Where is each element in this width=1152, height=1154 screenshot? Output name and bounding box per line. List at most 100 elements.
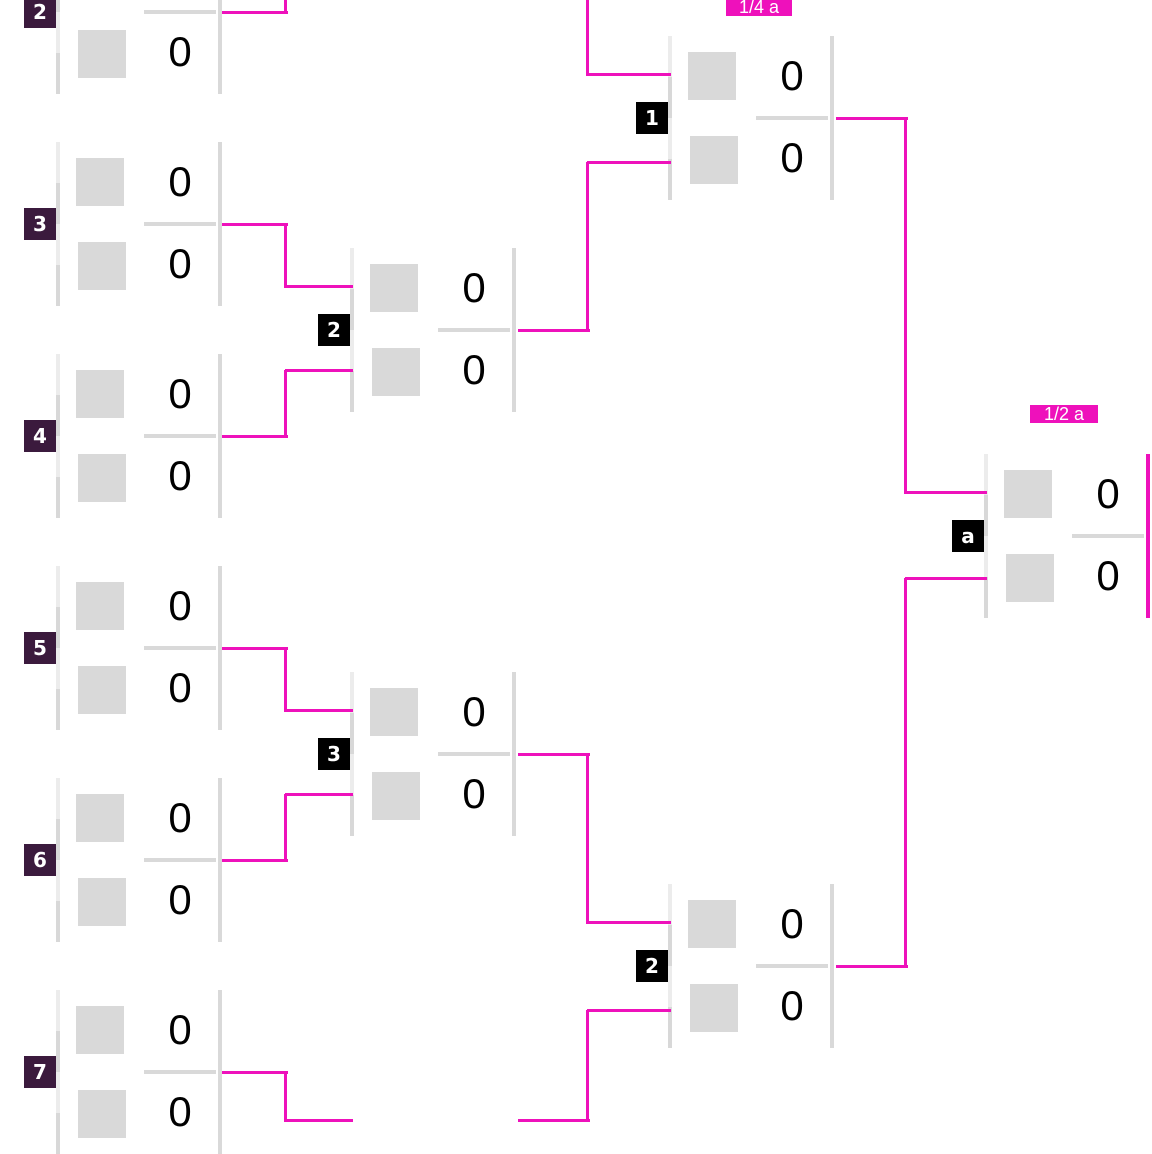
team-score[interactable]: 0	[168, 1088, 192, 1135]
score-divider	[1072, 534, 1144, 538]
connector-line	[836, 117, 908, 120]
connector-line	[285, 709, 353, 712]
team-avatar-placeholder[interactable]	[76, 794, 124, 842]
team-score[interactable]: 0	[168, 240, 192, 287]
team-avatar-placeholder[interactable]	[370, 688, 418, 736]
team-avatar-placeholder[interactable]	[78, 454, 126, 502]
team-score[interactable]: 0	[168, 158, 192, 205]
team-avatar-placeholder[interactable]	[1004, 470, 1052, 518]
team-score[interactable]: 0	[780, 134, 804, 181]
connector-line	[518, 753, 590, 756]
team-avatar-placeholder[interactable]	[76, 370, 124, 418]
team-score[interactable]: 0	[462, 770, 486, 817]
match-number-badge: 7	[24, 1056, 56, 1088]
team-avatar-placeholder[interactable]	[76, 158, 124, 206]
team-score[interactable]: 0	[168, 664, 192, 711]
match-number-badge: 3	[318, 738, 350, 770]
connector-line	[284, 0, 287, 14]
match-left-border	[668, 884, 672, 1048]
team-score[interactable]: 0	[168, 452, 192, 499]
match-card[interactable]: 00	[56, 0, 222, 94]
connector-line	[222, 223, 288, 226]
team-avatar-placeholder[interactable]	[688, 52, 736, 100]
team-avatar-placeholder[interactable]	[690, 136, 738, 184]
match-right-border	[830, 884, 834, 1048]
team-avatar-placeholder[interactable]	[78, 30, 126, 78]
team-score[interactable]: 0	[168, 876, 192, 923]
match-number-badge: 1	[636, 102, 668, 134]
team-score[interactable]: 0	[462, 688, 486, 735]
score-divider	[144, 858, 216, 862]
team-score[interactable]: 0	[168, 28, 192, 75]
team-avatar-placeholder[interactable]	[78, 666, 126, 714]
match-right-border	[830, 36, 834, 200]
match-number-badge: 3	[24, 208, 56, 240]
score-divider	[756, 116, 828, 120]
team-score[interactable]: 0	[780, 900, 804, 947]
round-label-quarterfinal: 1/4 a	[726, 0, 792, 16]
connector-line	[285, 369, 353, 372]
team-score[interactable]: 0	[1096, 470, 1120, 517]
match-right-border	[218, 142, 222, 306]
connector-line	[285, 285, 353, 288]
team-score[interactable]: 0	[168, 582, 192, 629]
team-score[interactable]: 0	[780, 52, 804, 99]
connector-line	[284, 648, 287, 712]
connector-line	[518, 1119, 590, 1122]
match-left-border	[350, 672, 354, 836]
team-avatar-placeholder[interactable]	[76, 1006, 124, 1054]
score-divider	[144, 434, 216, 438]
score-divider	[144, 646, 216, 650]
team-avatar-placeholder[interactable]	[76, 582, 124, 630]
match-right-border	[512, 672, 516, 836]
score-divider	[144, 1070, 216, 1074]
round-label-semifinal: 1/2 a	[1030, 405, 1098, 423]
connector-line	[586, 162, 589, 332]
match-right-border	[1146, 454, 1150, 618]
team-score[interactable]: 0	[1096, 552, 1120, 599]
connector-line	[222, 859, 288, 862]
match-number-badge: 4	[24, 420, 56, 452]
team-avatar-placeholder[interactable]	[78, 878, 126, 926]
connector-line	[836, 965, 908, 968]
match-left-border	[56, 354, 60, 518]
team-score[interactable]: 0	[462, 264, 486, 311]
match-right-border	[512, 248, 516, 412]
connector-line	[587, 1009, 671, 1012]
team-avatar-placeholder[interactable]	[1006, 554, 1054, 602]
connector-line	[586, 754, 589, 924]
match-right-border	[218, 990, 222, 1154]
match-right-border	[218, 778, 222, 942]
match-number-badge: 5	[24, 632, 56, 664]
team-avatar-placeholder[interactable]	[78, 242, 126, 290]
match-number-badge: 6	[24, 844, 56, 876]
team-score[interactable]: 0	[168, 370, 192, 417]
team-score[interactable]: 0	[168, 1006, 192, 1053]
team-score[interactable]: 0	[462, 346, 486, 393]
team-avatar-placeholder[interactable]	[372, 348, 420, 396]
connector-line	[284, 370, 287, 438]
connector-line	[222, 11, 288, 14]
match-number-badge: 2	[636, 950, 668, 982]
match-left-border	[56, 142, 60, 306]
connector-line	[586, 1010, 589, 1122]
team-score[interactable]: 0	[168, 794, 192, 841]
team-score[interactable]: 0	[780, 982, 804, 1029]
team-avatar-placeholder[interactable]	[690, 984, 738, 1032]
team-avatar-placeholder[interactable]	[78, 1090, 126, 1138]
score-divider	[144, 222, 216, 226]
score-divider	[144, 10, 216, 14]
team-avatar-placeholder[interactable]	[372, 772, 420, 820]
team-avatar-placeholder[interactable]	[688, 900, 736, 948]
team-avatar-placeholder[interactable]	[370, 264, 418, 312]
